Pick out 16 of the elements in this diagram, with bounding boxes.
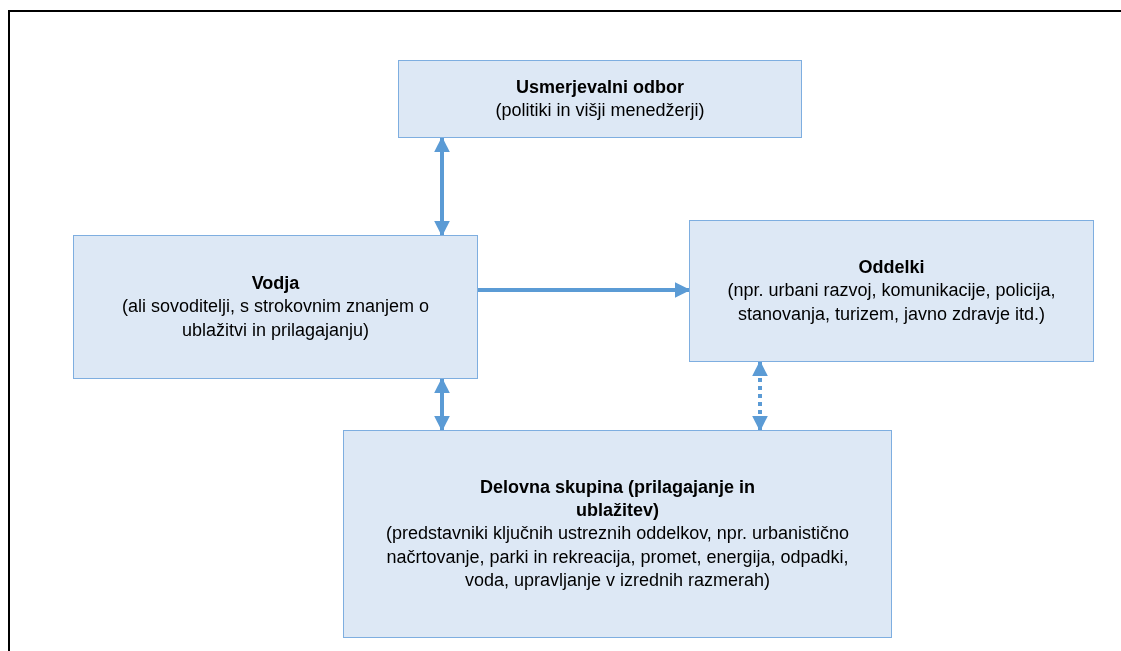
arrow (478, 282, 691, 298)
arrow (752, 360, 768, 432)
box-heading: Delovna skupina (prilagajanje in ublažitev) (478, 475, 757, 522)
box-heading: Usmerjevalni odbor (515, 75, 684, 99)
box-description: (predstavniki ključnih ustreznih oddelkov, npr. urbanistično načrtovanje, parki in rekreacija, promet, energija, odpadki, voda, upravljanje v izrednih razmerah) (385, 522, 850, 593)
box-description: (ali sovoditelji, s strokovnim znanjem o ublažitvi in prilagajanju) (120, 295, 431, 342)
box-description: (politiki in višji menedžerji) (495, 99, 705, 122)
process-box (689, 220, 1094, 362)
arrow (434, 136, 450, 237)
process-box (73, 235, 478, 379)
box-heading: Vodja (251, 271, 300, 295)
process-box (343, 430, 892, 638)
box-description: (npr. urbani razvoj, komunikacije, policija, stanovanja, turizem, javno zdravje itd.) (726, 279, 1057, 326)
arrow (434, 377, 450, 432)
box-heading: Oddelki (858, 255, 925, 279)
process-box (398, 60, 802, 138)
